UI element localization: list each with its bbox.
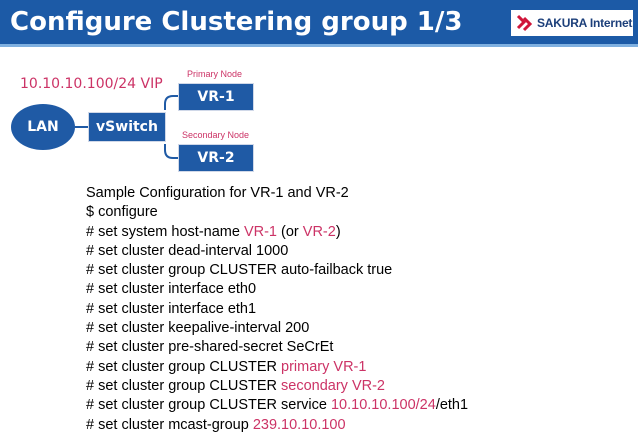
config-text: /eth1 (435, 397, 469, 414)
config-line: # set cluster interface eth0 (86, 281, 257, 298)
config-text: # set cluster group CLUSTER service (86, 397, 331, 414)
secondary-node-label: Secondary Node (182, 130, 250, 140)
vr1-node: VR-1 (178, 83, 254, 111)
highlight-text: 10.10.10.100/24 (330, 397, 436, 414)
highlight-text: primary VR-1 (281, 358, 367, 375)
config-line: # set system host-name VR-1 (or VR-2) (86, 223, 468, 242)
config-text: # set cluster group CLUSTER (86, 358, 282, 375)
sakura-logo-icon (516, 14, 533, 32)
vswitch-node: vSwitch (88, 112, 166, 142)
config-line: # set cluster group CLUSTER service 10.1… (86, 396, 468, 415)
config-line: # set cluster group CLUSTER primary VR-1 (86, 358, 468, 377)
lan-node: LAN (11, 104, 75, 150)
highlight-text: VR-1 (243, 223, 277, 240)
vswitch-vr2-link (164, 144, 178, 159)
config-line: # set cluster pre-shared-secret SeCrEt (86, 339, 334, 356)
config-listing: Sample Configuration for VR-1 and VR-2 $… (86, 184, 468, 435)
vswitch-vr1-link (164, 95, 178, 110)
config-text: # set cluster mcast-group (86, 416, 253, 433)
config-line: # set cluster mcast-group 239.10.10.100 (86, 416, 468, 435)
config-line: # set cluster keepalive-interval 200 (86, 320, 310, 337)
highlight-text: 239.10.10.100 (252, 416, 346, 433)
logo-text: SAKURA Internet (537, 16, 633, 30)
header-bar: Configure Clustering group 1/3 SAKURA In… (0, 0, 638, 44)
config-line: Sample Configuration for VR-1 and VR-2 (86, 185, 349, 201)
config-text: # set cluster group CLUSTER (86, 377, 282, 394)
config-line: # set cluster dead-interval 1000 (86, 242, 289, 259)
vr2-node: VR-2 (178, 144, 254, 172)
config-line: # set cluster interface eth1 (86, 300, 257, 317)
primary-node-label: Primary Node (187, 69, 243, 79)
highlight-text: VR-2 (302, 223, 336, 240)
page-title: Configure Clustering group 1/3 (10, 7, 463, 37)
company-logo: SAKURA Internet (511, 10, 633, 36)
config-text: ) (335, 223, 341, 240)
config-text: (or (277, 223, 303, 240)
config-text: # set system host-name (86, 223, 244, 240)
config-line: # set cluster group CLUSTER auto-failbac… (86, 262, 393, 279)
highlight-text: secondary VR-2 (281, 377, 385, 394)
config-line: $ configure (86, 204, 158, 221)
config-line: # set cluster group CLUSTER secondary VR… (86, 377, 468, 396)
header-divider (0, 44, 638, 47)
vip-label: 10.10.10.100/24 VIP (20, 76, 163, 92)
